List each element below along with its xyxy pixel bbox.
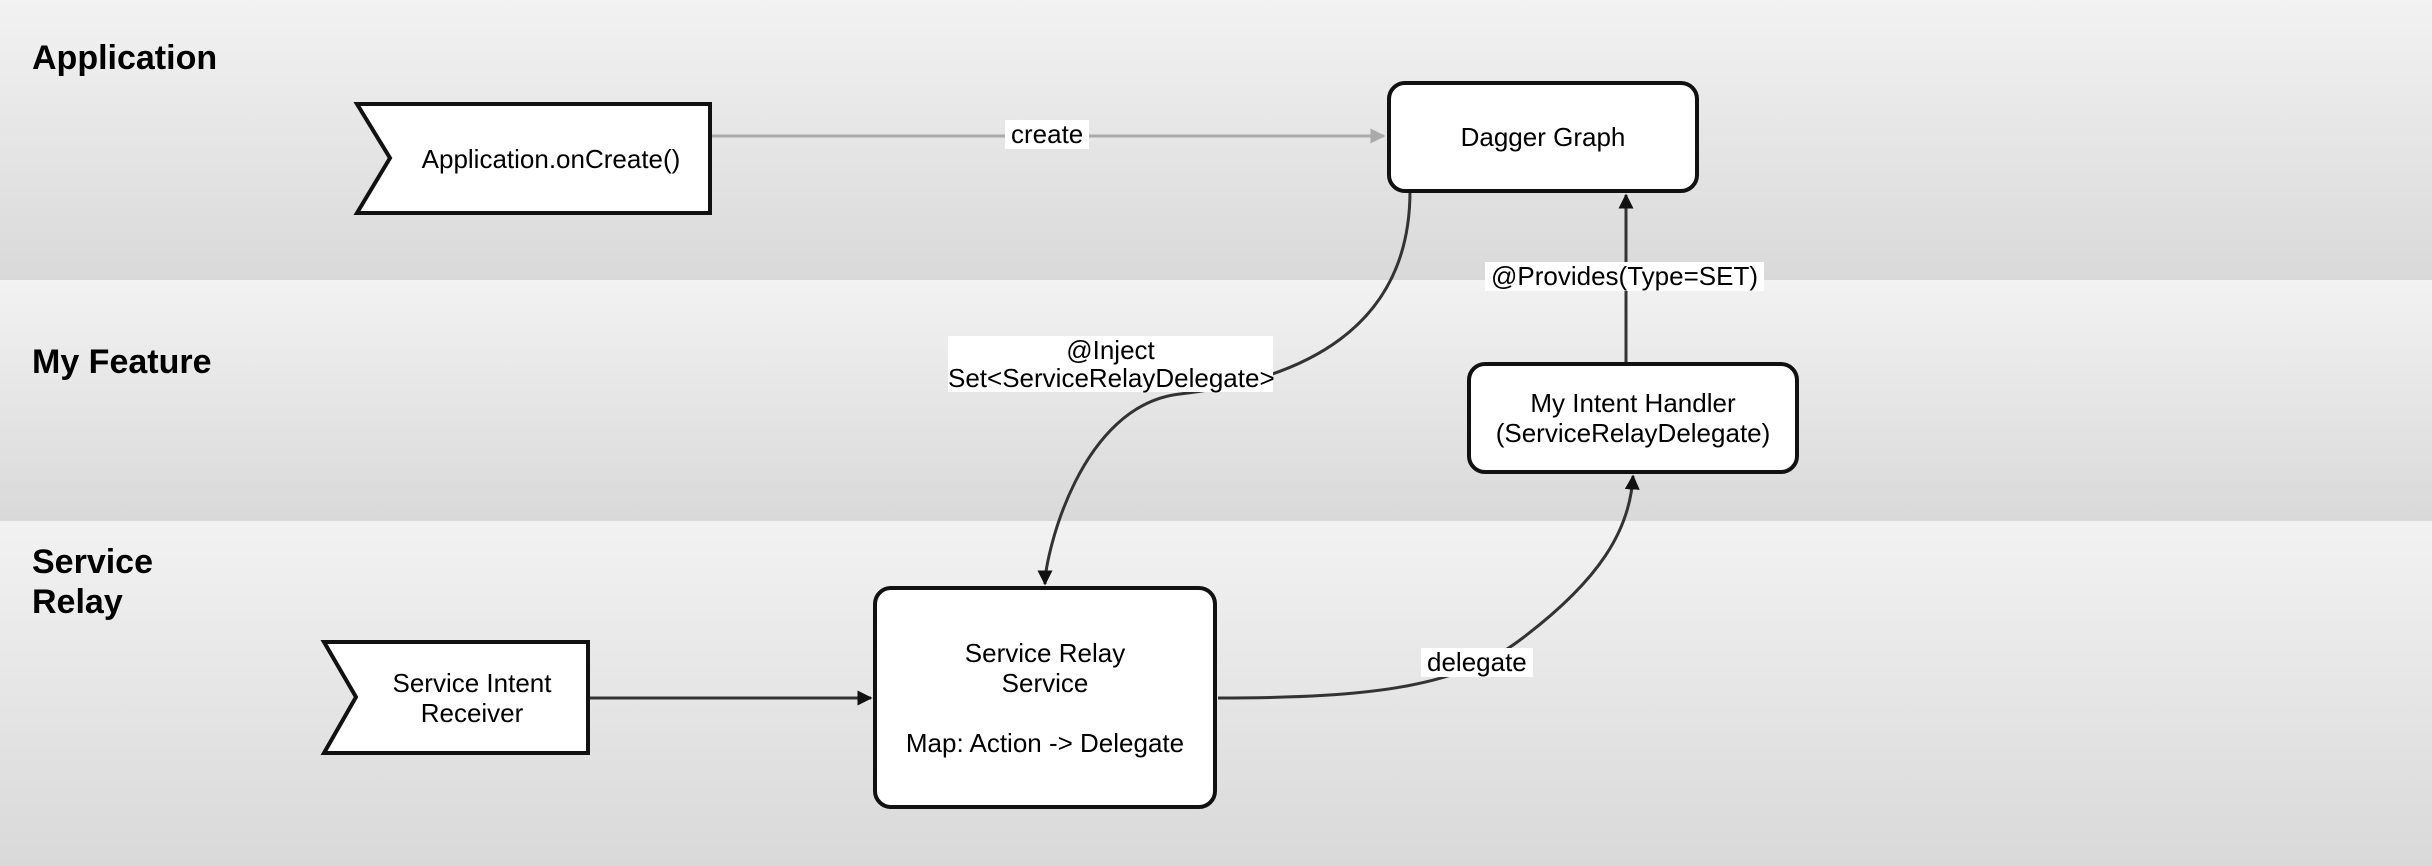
edge-label-provides: @Provides(Type=SET) — [1485, 262, 1764, 291]
dagger-graph-label: Dagger Graph — [1460, 122, 1626, 152]
edge-label-inject: @Inject Set<ServiceRelayDelegate> — [948, 335, 1275, 393]
lane-my-feature — [0, 280, 2432, 521]
node-intent-receiver-shape — [320, 640, 590, 755]
inject-line1: @Inject — [1066, 335, 1155, 365]
relay-service-line3: Map: Action -> Delegate — [905, 727, 1185, 758]
node-relay-service: Service Relay Service Map: Action -> Del… — [873, 586, 1217, 809]
edge-inject — [1037, 190, 1412, 586]
node-app-on-create-label: Application.onCreate() — [421, 143, 681, 174]
inject-line2: Set<ServiceRelayDelegate> — [948, 363, 1275, 393]
relay-service-line2: Service — [1001, 667, 1089, 698]
intent-receiver-line2: Receiver — [420, 697, 524, 728]
relay-service-line1: Service Relay — [964, 637, 1126, 668]
node-intent-receiver-label: Service Intent Receiver — [356, 642, 588, 753]
lane-title-service-relay: Service Relay — [32, 543, 153, 621]
intent-handler-line1: My Intent Handler — [1530, 388, 1736, 418]
lane-title-my-feature: My Feature — [32, 343, 212, 381]
lane-title-application: Application — [32, 39, 218, 77]
node-intent-handler: My Intent Handler (ServiceRelayDelegate) — [1467, 362, 1799, 474]
edge-label-delegate: delegate — [1421, 648, 1533, 677]
edge-label-create: create — [1005, 120, 1090, 149]
edge-delegate — [1217, 474, 1640, 700]
node-dagger-graph: Dagger Graph — [1387, 81, 1699, 193]
node-app-on-create-shape — [353, 102, 712, 215]
intent-receiver-line1: Service Intent — [392, 667, 552, 698]
intent-handler-line2: (ServiceRelayDelegate) — [1495, 418, 1771, 448]
